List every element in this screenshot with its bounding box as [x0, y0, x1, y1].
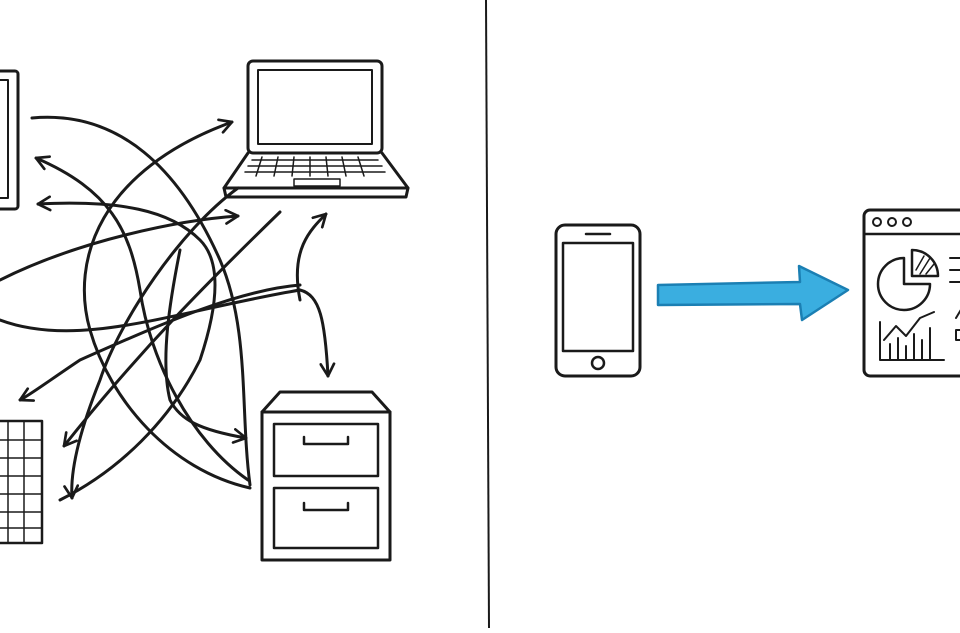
filing-cabinet-icon	[260, 390, 392, 562]
arrow-right-icon	[656, 264, 850, 322]
connection-arrow	[34, 155, 250, 482]
connection-arrow	[164, 248, 248, 444]
connection-arrow	[30, 115, 252, 487]
monitor-icon	[0, 69, 20, 211]
connection-arrow	[0, 208, 240, 282]
spreadsheet-icon	[0, 419, 44, 545]
pie-chart-icon	[876, 248, 940, 312]
dashboard-icon	[862, 208, 960, 378]
connection-arrow	[62, 210, 282, 448]
left-panel	[0, 59, 410, 562]
laptop-icon	[222, 59, 410, 199]
connection-arrow	[295, 212, 328, 302]
connection-arrows	[0, 115, 336, 502]
right-panel	[554, 208, 960, 378]
panel-divider	[485, 0, 490, 629]
connection-arrow	[36, 195, 217, 502]
bar-chart-icon	[879, 311, 945, 361]
connection-arrow	[0, 288, 336, 378]
connection-arrow	[18, 283, 302, 402]
smartphone-icon	[554, 223, 642, 378]
